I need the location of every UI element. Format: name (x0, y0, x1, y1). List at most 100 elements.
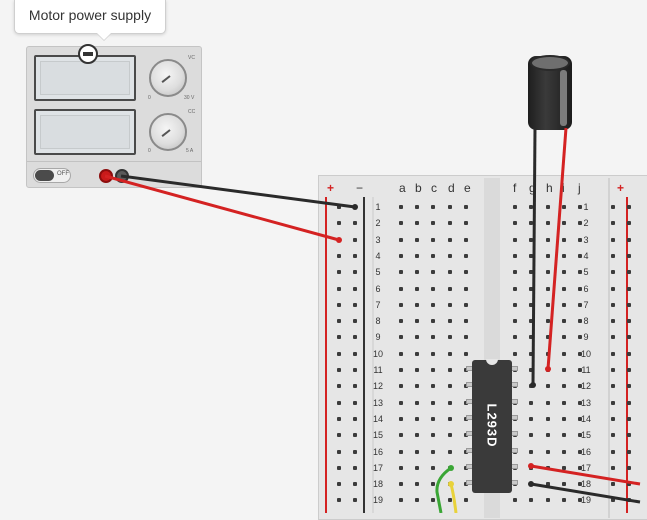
breadboard-hole[interactable] (337, 433, 341, 438)
breadboard-hole[interactable] (627, 433, 631, 438)
breadboard-hole[interactable] (611, 433, 615, 438)
breadboard-hole[interactable] (611, 286, 615, 291)
breadboard-hole[interactable] (562, 368, 566, 372)
breadboard-hole[interactable] (399, 270, 403, 275)
breadboard-hole[interactable] (399, 465, 403, 470)
breadboard-hole[interactable] (611, 351, 615, 356)
breadboard-hole[interactable] (578, 384, 582, 389)
breadboard-hole[interactable] (399, 433, 403, 438)
breadboard-hole[interactable] (337, 221, 341, 226)
breadboard-hole[interactable] (627, 221, 631, 226)
breadboard-hole[interactable] (578, 270, 582, 275)
black-jumper-wire[interactable] (530, 482, 641, 504)
red-jumper-wire-end[interactable] (528, 463, 534, 469)
breadboard-hole[interactable] (431, 319, 435, 324)
breadboard-hole[interactable] (562, 384, 566, 389)
breadboard-hole[interactable] (562, 351, 566, 356)
breadboard-hole[interactable] (464, 237, 468, 242)
breadboard-hole[interactable] (627, 449, 631, 454)
breadboard-hole[interactable] (611, 416, 615, 421)
breadboard-hole[interactable] (562, 270, 566, 275)
breadboard-hole[interactable] (546, 221, 550, 226)
breadboard-hole[interactable] (415, 498, 419, 503)
breadboard-hole[interactable] (546, 253, 550, 258)
breadboard-hole[interactable] (448, 384, 452, 389)
breadboard-hole[interactable] (578, 319, 582, 324)
breadboard-hole[interactable] (431, 368, 435, 372)
breadboard-hole[interactable] (464, 302, 468, 307)
psu-negative-wire-end[interactable] (352, 204, 358, 210)
breadboard-hole[interactable] (578, 253, 582, 258)
breadboard-hole[interactable] (337, 482, 341, 487)
current-knob[interactable] (149, 113, 187, 151)
breadboard-hole[interactable] (546, 286, 550, 291)
breadboard-hole[interactable] (578, 482, 582, 487)
red-jumper-wire[interactable] (530, 464, 641, 486)
breadboard-hole[interactable] (578, 302, 582, 307)
breadboard-hole[interactable] (546, 319, 550, 324)
breadboard-hole[interactable] (529, 416, 533, 421)
breadboard-hole[interactable] (546, 400, 550, 405)
breadboard-hole[interactable] (431, 237, 435, 242)
breadboard-hole[interactable] (448, 302, 452, 307)
breadboard-hole[interactable] (431, 286, 435, 291)
breadboard-hole[interactable] (431, 302, 435, 307)
breadboard-hole[interactable] (353, 368, 357, 372)
breadboard-hole[interactable] (399, 368, 403, 372)
breadboard-hole[interactable] (353, 253, 357, 258)
breadboard-hole[interactable] (546, 237, 550, 242)
breadboard-hole[interactable] (464, 253, 468, 258)
breadboard-hole[interactable] (337, 205, 341, 209)
breadboard-hole[interactable] (562, 433, 566, 438)
breadboard-hole[interactable] (431, 335, 435, 340)
breadboard-hole[interactable] (431, 384, 435, 389)
breadboard-hole[interactable] (337, 465, 341, 470)
breadboard-hole[interactable] (529, 433, 533, 438)
breadboard-hole[interactable] (546, 384, 550, 389)
breadboard-hole[interactable] (399, 449, 403, 454)
psu-negative-wire[interactable] (120, 174, 356, 209)
breadboard-hole[interactable] (337, 319, 341, 324)
breadboard-hole[interactable] (353, 237, 357, 242)
breadboard-hole[interactable] (399, 482, 403, 487)
breadboard-hole[interactable] (337, 400, 341, 405)
breadboard-hole[interactable] (578, 416, 582, 421)
breadboard-hole[interactable] (431, 449, 435, 454)
breadboard-hole[interactable] (415, 319, 419, 324)
breadboard-hole[interactable] (578, 400, 582, 405)
breadboard-hole[interactable] (431, 482, 435, 487)
voltage-knob[interactable] (149, 59, 187, 97)
breadboard-hole[interactable] (353, 465, 357, 470)
breadboard-hole[interactable] (529, 351, 533, 356)
yellow-jumper-wire-end[interactable] (448, 481, 454, 487)
breadboard-hole[interactable] (611, 465, 615, 470)
capacitor-lead-black[interactable] (531, 127, 537, 386)
breadboard-hole[interactable] (611, 221, 615, 226)
breadboard-hole[interactable] (611, 205, 615, 209)
breadboard-hole[interactable] (431, 205, 435, 209)
breadboard-hole[interactable] (431, 400, 435, 405)
breadboard-hole[interactable] (337, 368, 341, 372)
power-switch-thumb[interactable] (35, 170, 54, 181)
breadboard-hole[interactable] (415, 286, 419, 291)
breadboard-hole[interactable] (431, 253, 435, 258)
breadboard-hole[interactable] (415, 205, 419, 209)
breadboard-hole[interactable] (562, 237, 566, 242)
green-jumper-wire[interactable] (435, 466, 452, 513)
breadboard-hole[interactable] (448, 416, 452, 421)
breadboard-hole[interactable] (415, 302, 419, 307)
breadboard-hole[interactable] (529, 498, 533, 503)
breadboard-hole[interactable] (546, 335, 550, 340)
breadboard-hole[interactable] (448, 286, 452, 291)
breadboard-hole[interactable] (627, 482, 631, 487)
breadboard-hole[interactable] (448, 205, 452, 209)
breadboard-hole[interactable] (415, 368, 419, 372)
breadboard-hole[interactable] (448, 319, 452, 324)
black-jumper-wire-end[interactable] (528, 481, 534, 487)
breadboard-hole[interactable] (513, 335, 517, 340)
breadboard-hole[interactable] (578, 237, 582, 242)
breadboard-hole[interactable] (399, 319, 403, 324)
breadboard-hole[interactable] (513, 498, 517, 503)
breadboard-hole[interactable] (464, 270, 468, 275)
breadboard-hole[interactable] (578, 433, 582, 438)
